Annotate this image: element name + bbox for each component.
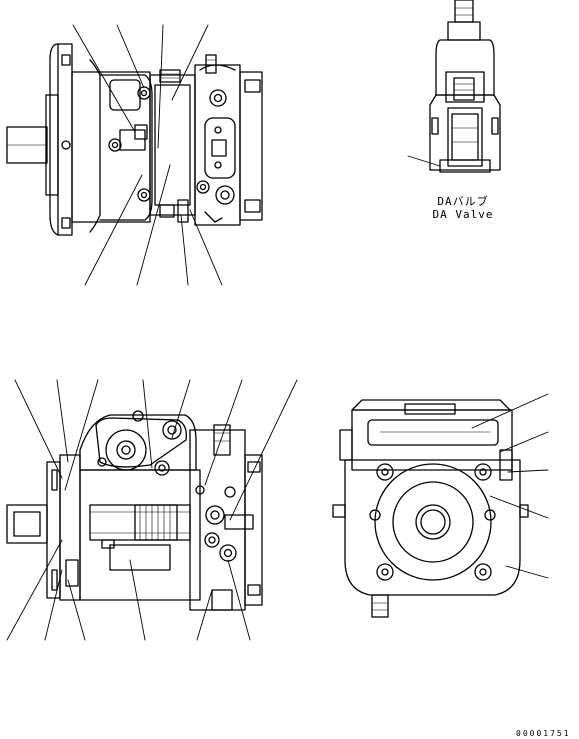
leader-lines-end-view: [472, 394, 548, 578]
pump-side-view-top: [7, 44, 262, 235]
pump-section-view-bottom: [7, 411, 262, 610]
pump-end-view: [333, 400, 528, 617]
valve-caption-english: DA Valve: [432, 208, 494, 221]
valve-caption-japanese: DAバルブ: [437, 195, 489, 208]
da-valve-view: [408, 0, 500, 172]
figure-number: 00001751: [516, 729, 571, 738]
leader-lines-section-view: [7, 380, 297, 640]
leader-lines-top-view: [73, 25, 222, 285]
